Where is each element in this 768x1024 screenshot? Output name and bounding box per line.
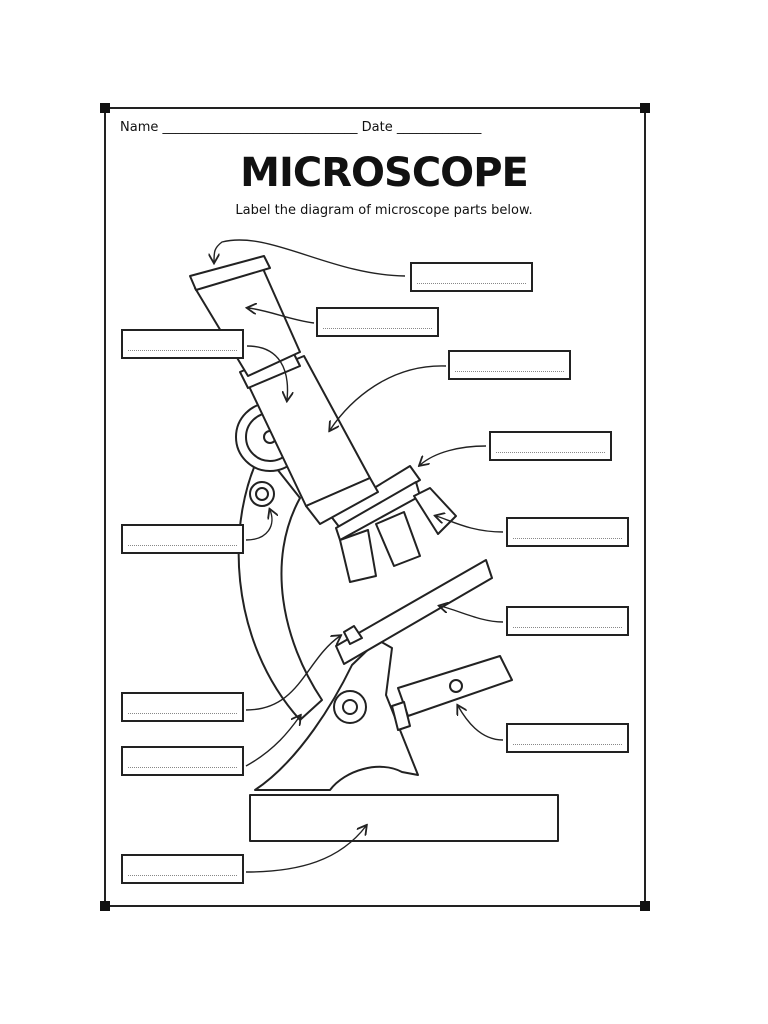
objective-lens xyxy=(375,511,421,567)
arrow xyxy=(458,706,504,741)
arrow xyxy=(245,510,272,541)
label-box[interactable] xyxy=(121,524,244,554)
arrow xyxy=(330,365,447,430)
label-box[interactable] xyxy=(506,723,629,753)
stage xyxy=(335,559,493,665)
corner-marker xyxy=(100,103,110,113)
arrow xyxy=(245,826,366,873)
base xyxy=(249,794,559,842)
instructions: Label the diagram of microscope parts be… xyxy=(235,203,533,218)
label-box[interactable] xyxy=(489,431,612,461)
label-box[interactable] xyxy=(121,692,244,722)
arrow xyxy=(248,308,315,324)
page-title: MICROSCOPE xyxy=(240,150,529,196)
label-box[interactable] xyxy=(121,854,244,884)
label-box[interactable] xyxy=(506,517,629,547)
revolving-nosepiece xyxy=(329,465,421,529)
label-box[interactable] xyxy=(121,746,244,776)
corner-marker xyxy=(640,103,650,113)
label-box[interactable] xyxy=(448,350,571,380)
objective-lens xyxy=(339,529,377,583)
arrow xyxy=(214,239,406,277)
name-date-line: Name ______________________________ Date… xyxy=(120,120,481,135)
objective-lens xyxy=(413,487,457,535)
arrow xyxy=(436,516,504,533)
arrow xyxy=(440,606,504,623)
date-label: Date xyxy=(361,120,393,135)
arrow xyxy=(245,716,300,767)
arrow xyxy=(245,636,340,711)
corner-marker xyxy=(640,901,650,911)
eyepiece xyxy=(189,255,271,291)
label-box[interactable] xyxy=(506,606,629,636)
name-blank[interactable]: ______________________________ xyxy=(162,120,358,135)
arrow xyxy=(246,345,288,400)
label-box[interactable] xyxy=(121,329,244,359)
name-label: Name xyxy=(120,120,159,135)
corner-marker xyxy=(100,901,110,911)
arrow xyxy=(420,445,487,465)
label-box[interactable] xyxy=(410,262,533,292)
label-box[interactable] xyxy=(316,307,439,337)
date-blank[interactable]: _____________ xyxy=(396,120,482,135)
